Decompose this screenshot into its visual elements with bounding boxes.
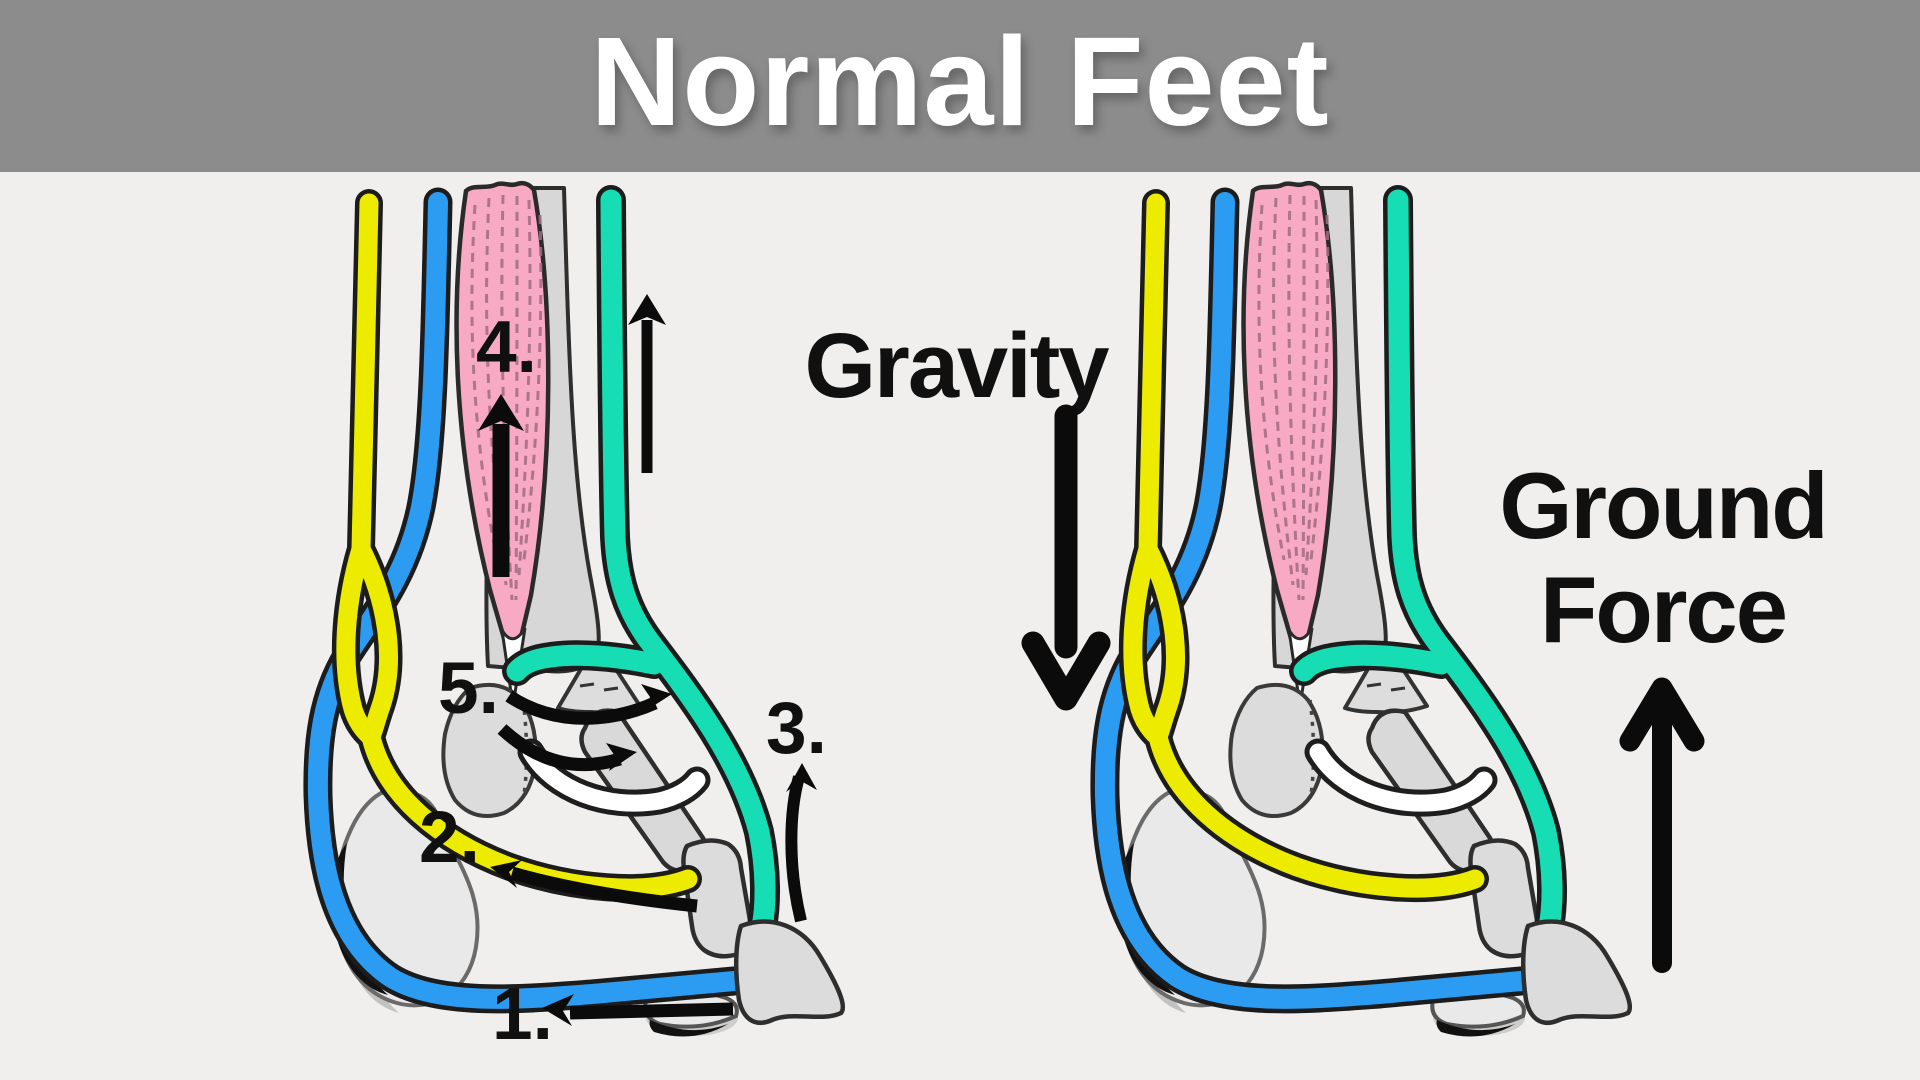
gravity-down-arrow [1021,404,1111,711]
tendon-pull-arrow [628,294,666,473]
ground-force-label-line2: Force [1540,557,1786,662]
step1-arrow [542,994,734,1026]
step2-arrow [490,860,698,913]
step-label-5: 5. [438,648,499,729]
step3-arrow [785,763,817,923]
gravity-annotation: Gravity [804,315,1111,711]
muscle-pull-arrow [478,394,524,577]
step-label-2: 2. [419,797,480,878]
left-foot-annotations: 4. 5. 2. 1. [419,294,827,1055]
step-label-4: 4. [476,307,537,388]
step-label-1: 1. [492,974,553,1055]
ground-force-label-line1: Ground [1499,453,1826,558]
ground-force-annotation: Ground Force [1499,453,1829,973]
ground-force-up-arrow [1619,677,1705,973]
foot-diagram-left [318,183,843,1036]
step5-upper-arrow [505,684,672,725]
step5-lower-arrow [497,724,637,772]
header-banner: Normal Feet [0,0,1920,172]
page-title: Normal Feet [590,11,1330,152]
step-label-3: 3. [766,688,827,769]
gravity-label: Gravity [804,315,1109,417]
